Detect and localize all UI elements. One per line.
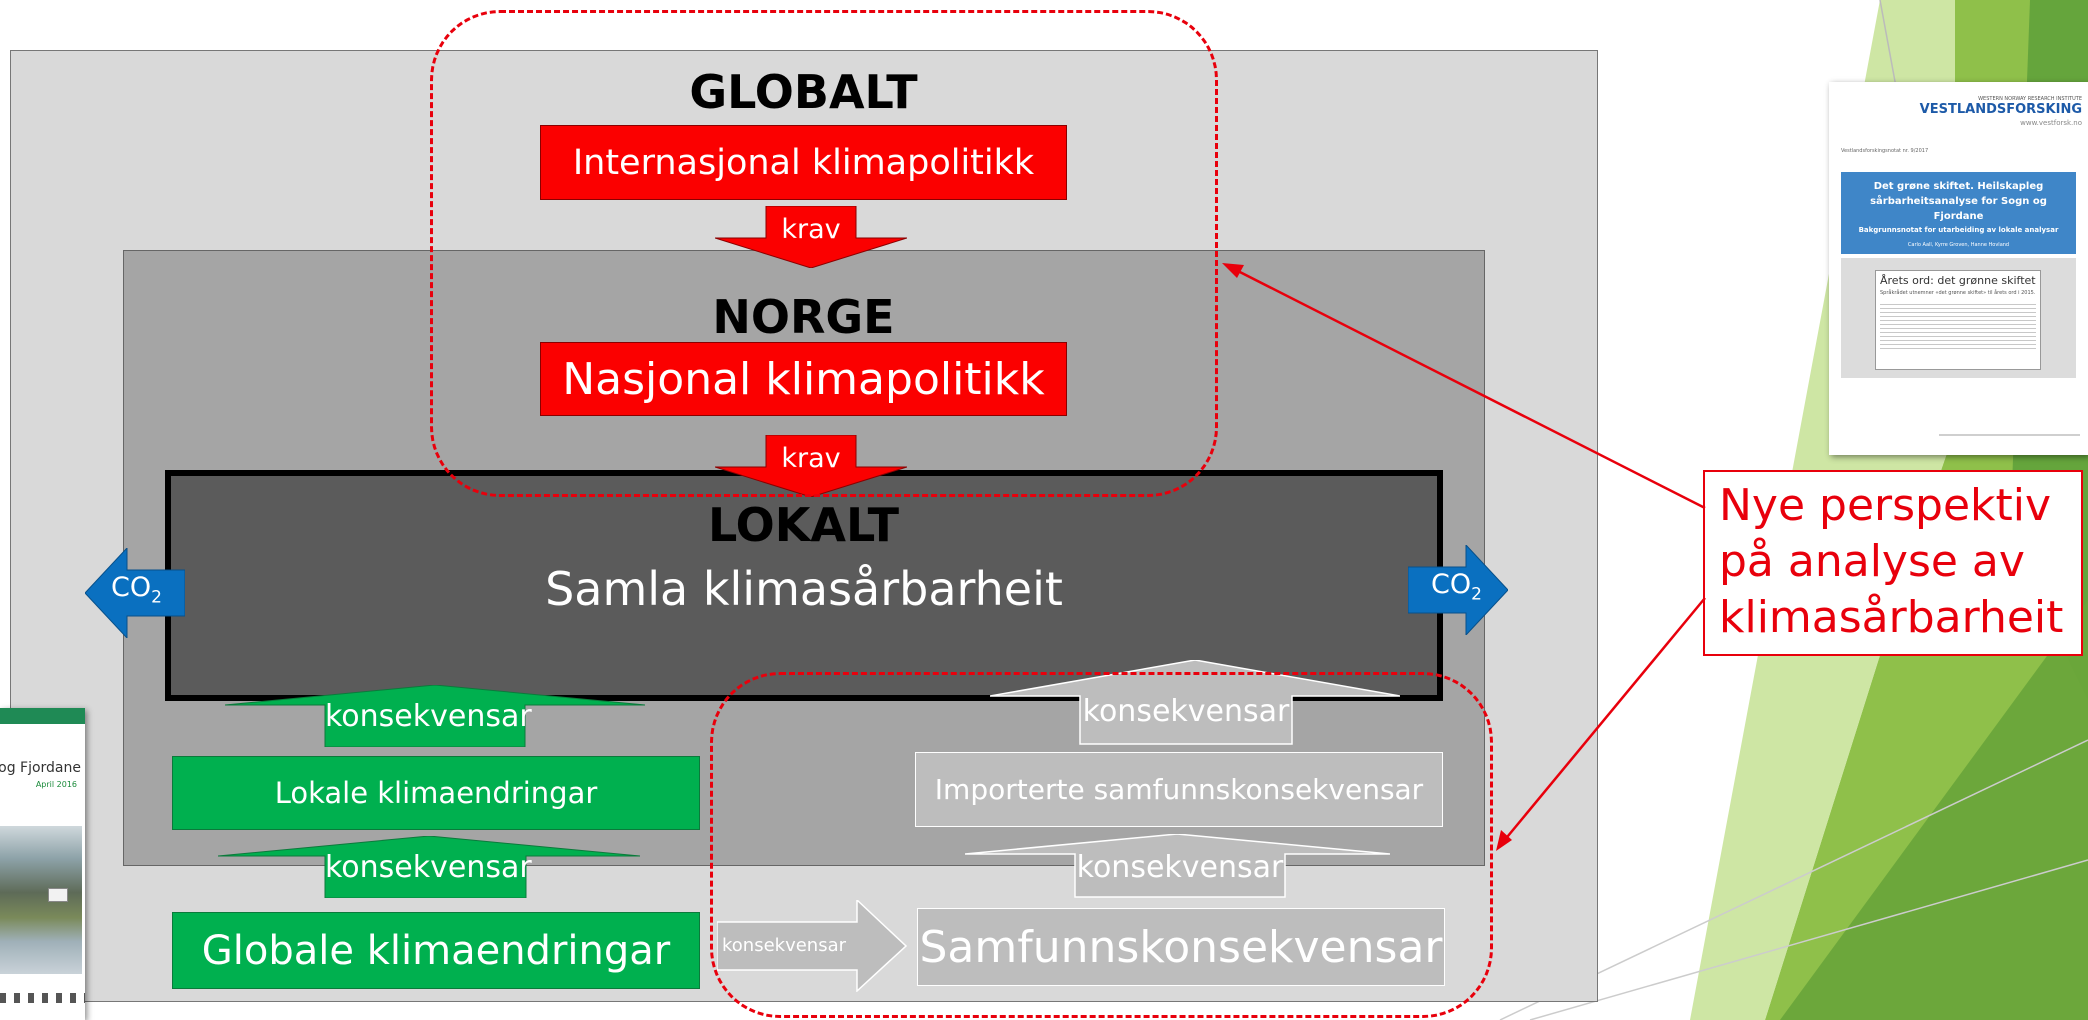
co2-arrow-left: CO2 [85, 548, 185, 638]
report-url: www.vestforsk.no [2020, 119, 2082, 127]
down-arrow-icon [715, 206, 907, 268]
local-climate-change-label: Lokale klimaendringar [274, 776, 598, 810]
local-subtitle: Samla klimasårbarheit [545, 562, 1063, 616]
report-thumbnail-right[interactable]: WESTERN NORWAY RESEARCH INSTITUTE VESTLA… [1829, 82, 2088, 455]
callout-line-3: klimasårbarheit [1719, 592, 2064, 643]
report-thumbnail-left[interactable]: og Fjordane April 2016 [0, 708, 85, 1020]
left-arrow-icon [85, 548, 185, 638]
consequence-label-green-bottom: konsekvensar [325, 850, 532, 885]
consequence-arrow-green-top: konsekvensar [225, 685, 645, 747]
up-arrow-icon [218, 836, 640, 898]
report-left-date: April 2016 [35, 780, 77, 789]
consequence-label-grey-bottom: konsekvensar [1076, 850, 1284, 885]
societal-consequences-box: Samfunnskonsekvensar [917, 908, 1445, 986]
global-climate-change-label: Globale klimaendringar [201, 927, 671, 974]
international-policy-label: Internasjonal klimapolitikk [572, 142, 1035, 183]
callout-line-2: på analyse av [1719, 536, 2025, 587]
local-heading: LOKALT [707, 498, 900, 552]
report-clipping-text: Språkrådet utnemner «det grønne skiftet»… [1880, 290, 2036, 296]
national-policy-box: Nasjonal klimapolitikk [540, 342, 1067, 416]
report-authors: Carlo Aall, Kyrre Groven, Hanne Hovland [1907, 242, 2010, 248]
report-title: Det grøne skiftet. Heilskapleg sårbarhei… [1870, 181, 2047, 222]
report-subtitle: Bakgrunnsnotat for utarbeiding av lokale… [1858, 226, 2059, 234]
co2-label-left: CO2 [111, 572, 162, 608]
co2-label-right: CO2 [1431, 569, 1482, 605]
report-note-number: Vestlandsforskingsnotat nr. 9/2017 [1841, 148, 1929, 154]
consequence-label-grey-top: konsekvensar [1082, 694, 1290, 729]
report-clipping-title: Årets ord: det grønne skiftet [1880, 274, 2036, 287]
report-left-title: og Fjordane [0, 760, 81, 776]
report-left-photo [0, 826, 82, 974]
right-arrow-icon [1408, 545, 1508, 635]
imported-consequences-box: Importerte samfunnskonsekvensar [915, 752, 1443, 827]
national-policy-label: Nasjonal klimapolitikk [562, 353, 1045, 405]
report-left-top-band [0, 708, 85, 724]
national-heading: NORGE [712, 290, 895, 344]
consequence-arrow-grey-top: konsekvensar [990, 660, 1400, 745]
report-inner-photo: Årets ord: det grønne skiftet Språkrådet… [1841, 258, 2076, 378]
global-climate-change-box: Globale klimaendringar [172, 912, 700, 989]
krav-arrow-1: krav [715, 206, 907, 268]
right-arrow-icon [717, 900, 907, 992]
report-cover-band: Det grøne skiftet. Heilskapleg sårbarhei… [1841, 172, 2076, 254]
report-institute: VESTLANDSFORSKING [1919, 102, 2082, 117]
co2-arrow-right: CO2 [1408, 545, 1508, 635]
consequence-arrow-grey-bottom: konsekvensar [965, 834, 1390, 898]
local-climate-change-box: Lokale klimaendringar [172, 756, 700, 830]
krav-label-1: krav [781, 214, 841, 245]
krav-arrow-2: krav [715, 435, 907, 497]
report-inner-clipping: Årets ord: det grønne skiftet Språkrådet… [1875, 270, 2041, 370]
up-arrow-icon [990, 660, 1400, 745]
callout-box: Nye perspektiv på analyse av klimasårbar… [1703, 470, 2083, 656]
report-left-logos [0, 993, 85, 1003]
consequence-arrow-side: konsekvensar [717, 900, 907, 992]
societal-consequences-label: Samfunnskonsekvensar [919, 921, 1443, 973]
global-heading: GLOBALT [689, 65, 918, 119]
down-arrow-icon [715, 435, 907, 497]
up-arrow-icon [225, 685, 645, 747]
up-arrow-icon [965, 834, 1390, 898]
international-policy-box: Internasjonal klimapolitikk [540, 125, 1067, 200]
report-footer-line [1939, 434, 2080, 436]
consequence-label-side: konsekvensar [722, 935, 847, 956]
callout-line-1: Nye perspektiv [1719, 480, 2052, 531]
report-clipping-lines [1880, 301, 2036, 351]
consequence-label-green-top: konsekvensar [325, 699, 532, 734]
house-shape [48, 888, 68, 902]
krav-label-2: krav [781, 443, 841, 474]
report-institute-small: WESTERN NORWAY RESEARCH INSTITUTE [1978, 96, 2082, 102]
imported-consequences-label: Importerte samfunnskonsekvensar [934, 773, 1424, 806]
consequence-arrow-green-bottom: konsekvensar [218, 836, 640, 898]
